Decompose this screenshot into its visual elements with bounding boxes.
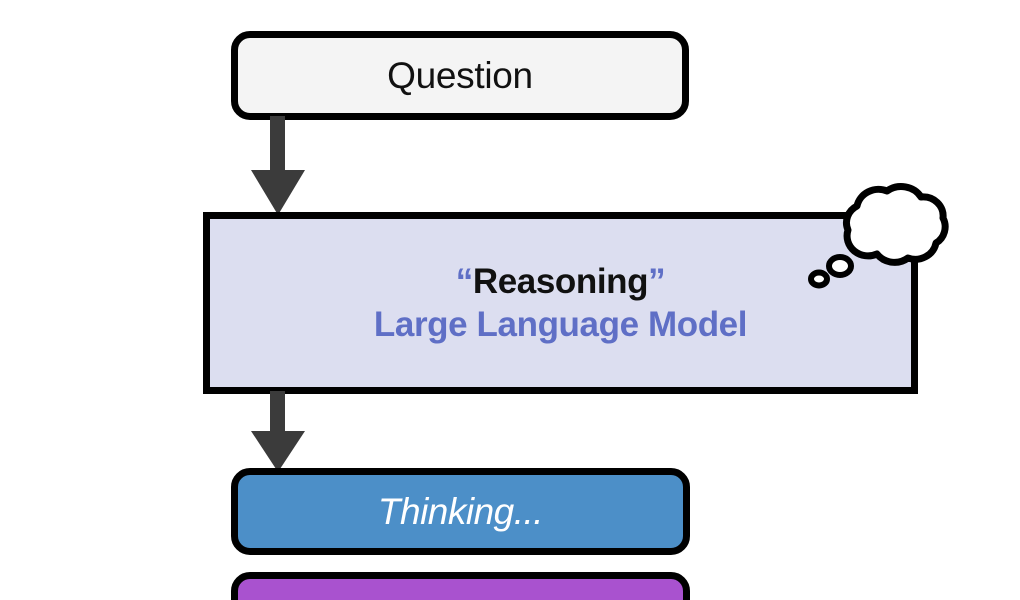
close-quote-mark: ” (648, 261, 666, 301)
node-llm-subtitle: Large Language Model (373, 305, 748, 344)
open-quote-mark: “ (455, 261, 474, 301)
node-thinking-label: Thinking... (377, 491, 544, 532)
node-question-label: Question (387, 55, 533, 96)
node-reasoning-llm[interactable]: “Reasoning” Large Language Model (203, 212, 918, 394)
node-llm-title-text: Reasoning (472, 261, 649, 301)
node-question[interactable]: Question (231, 31, 689, 120)
node-answer[interactable] (231, 572, 690, 600)
arrow-llm-to-thinking (251, 391, 305, 472)
arrow-question-to-llm (251, 116, 305, 215)
node-thinking[interactable]: Thinking... (231, 468, 690, 555)
node-llm-title: “Reasoning” (456, 262, 666, 301)
